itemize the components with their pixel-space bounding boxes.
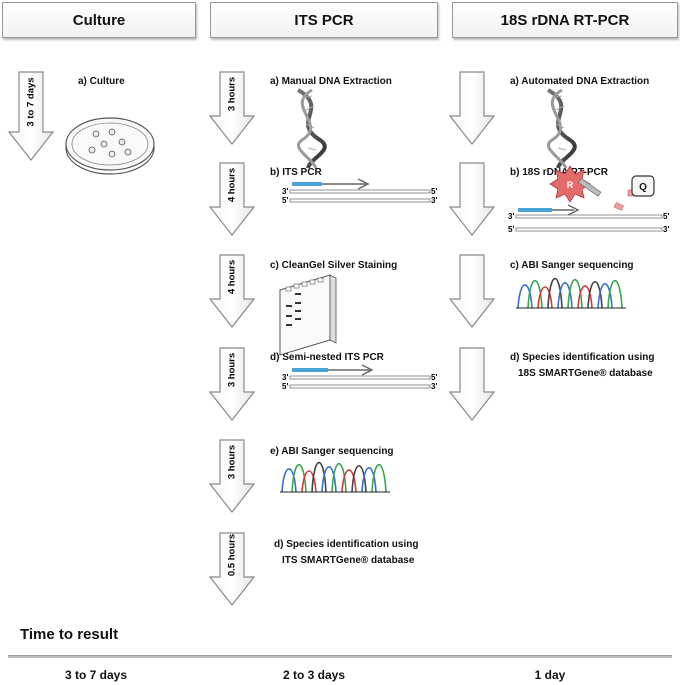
down-arrow (448, 71, 496, 145)
chromatogram-peak (517, 284, 533, 309)
its-pcr-column-header: ITS PCR (210, 2, 438, 38)
duration-label: 3 to 7 days (26, 77, 37, 126)
strand-label: 3' (282, 373, 288, 382)
chromatogram-peak (311, 461, 327, 493)
its-step-b-label: b) ITS PCR (270, 167, 322, 178)
down-arrow (208, 254, 256, 328)
reporter-label: R (567, 180, 574, 190)
duration-arrows: 3 to 7 days 3 hours 4 hours 4 hours 3 hours 3… (7, 71, 496, 606)
its-time-to-result: 2 to 3 days (282, 668, 346, 682)
strand-label: 5' (282, 196, 288, 205)
its-step-d-label: d) Semi-nested ITS PCR (270, 352, 384, 363)
down-arrow (208, 439, 256, 513)
duration-label: 4 hours (227, 168, 238, 202)
chromatogram-peak (597, 283, 613, 309)
chromatogram-peak (371, 463, 387, 493)
down-arrow (208, 162, 256, 236)
sanger-chromatogram-icon (280, 461, 390, 493)
rt-step-c-label: c) ABI Sanger sequencing (510, 260, 634, 271)
culture-column-header: Culture (2, 2, 196, 38)
culture-step-a-label: a) Culture (78, 76, 125, 87)
duration-label: 3 hours (227, 445, 238, 479)
chromatogram-peak (587, 281, 603, 309)
strand-label: 5' (663, 212, 669, 221)
dna-helix-icon (296, 88, 327, 169)
rt-step-d-label: d) Species identification using (510, 352, 655, 363)
chromatogram-peak (281, 468, 297, 493)
reporter-dye-icon (549, 165, 591, 203)
strand-label: 5' (508, 225, 514, 234)
chromatogram-peak (301, 470, 317, 493)
quencher-label: Q (639, 182, 647, 193)
its-step-f-label-line2: ITS SMARTGene® database (282, 555, 415, 566)
chromatogram-peak (331, 462, 347, 493)
down-arrow (448, 254, 496, 328)
chromatogram-peak (567, 278, 583, 309)
semi-nested-pcr-strands (289, 364, 431, 389)
duration-label: 4 hours (227, 260, 238, 294)
chromatogram-peak (577, 285, 593, 309)
strand-label: 3' (282, 187, 288, 196)
chromatogram-peak (341, 469, 357, 493)
culture-time-to-result: 3 to 7 days (64, 668, 128, 682)
rt-pcr-probe-strands (515, 165, 663, 232)
strand-label: 5' (431, 187, 437, 196)
strand-label: 3' (508, 212, 514, 221)
chromatogram-peak (607, 279, 623, 309)
footer-divider (8, 655, 672, 658)
strand-label: 5' (282, 382, 288, 391)
its-step-f-label: d) Species identification using (274, 539, 419, 550)
time-to-result-title: Time to result (20, 626, 119, 643)
down-arrow (208, 532, 256, 606)
chromatogram-peak (321, 466, 337, 493)
duration-label: 3 hours (227, 353, 238, 387)
down-arrow (208, 347, 256, 421)
duration-label: 3 hours (227, 77, 238, 111)
strand-label: 5' (431, 373, 437, 382)
down-arrow (208, 71, 256, 145)
strand-label: 3' (663, 225, 669, 234)
chromatogram-peak (361, 467, 377, 493)
strand-label: 3' (431, 382, 437, 391)
its-step-a-label: a) Manual DNA Extraction (270, 76, 392, 87)
duration-label: 0.5 hours (227, 534, 238, 576)
its-pcr-strands (289, 178, 431, 203)
dna-helix-icon (546, 88, 577, 169)
down-arrow (448, 347, 496, 421)
rt-time-to-result: 1 day (534, 668, 566, 682)
chromatogram-peak (351, 465, 367, 493)
down-arrow (7, 71, 55, 161)
chromatogram-peak (527, 279, 543, 309)
rt-pcr-column-header: 18S rDNA RT-PCR (452, 2, 678, 38)
chromatogram-peak (291, 463, 307, 493)
its-step-e-label: e) ABI Sanger sequencing (270, 446, 394, 457)
rt-step-a-label: a) Automated DNA Extraction (510, 76, 650, 87)
rt-step-d-label-line2: 18S SMARTGene® database (518, 368, 653, 379)
its-step-c-label: c) CleanGel Silver Staining (270, 260, 398, 271)
petri-dish-icon (65, 117, 155, 175)
chromatogram-peak (547, 277, 563, 309)
silver-stained-gel-icon (279, 274, 337, 356)
strand-label: 3' (431, 196, 437, 205)
down-arrow (448, 162, 496, 236)
chromatogram-peak (557, 282, 573, 309)
chromatogram-peak (537, 286, 553, 309)
sanger-chromatogram-icon (516, 277, 626, 309)
